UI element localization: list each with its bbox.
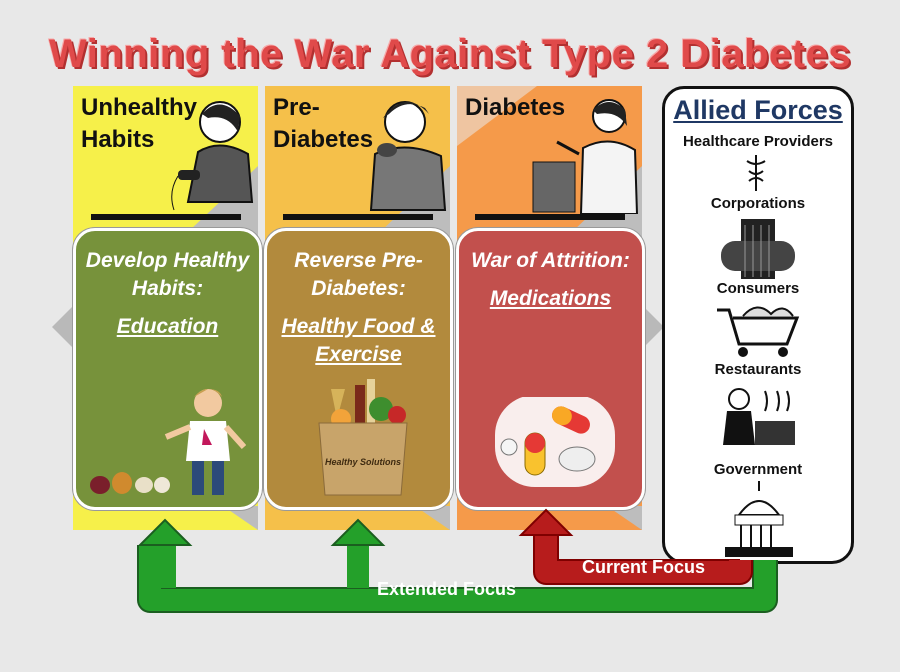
bag-label: Healthy Solutions [325,457,401,467]
skyscraper-icon [721,219,795,279]
allied-title: Allied Forces [673,95,843,125]
panel-focus-label: Medications [489,287,612,310]
panel-heading: War of Attrition: [471,249,630,272]
chef-cooking-icon [723,388,795,445]
divider-line [91,214,241,220]
doctor-patient-icon [532,99,639,214]
column-heading: Pre- Diabetes [273,94,374,153]
divider-line [475,214,625,220]
child-vegetables-illustration [90,389,246,495]
current-focus-arrow [535,535,751,583]
caduceus-icon [746,155,766,191]
column-heading: Diabetes [465,94,566,121]
arrowhead-education [137,518,193,546]
shopping-cart-icon [717,306,800,357]
panel-education: Develop Healthy Habits: Education [73,228,262,510]
current-focus-label: Current Focus [582,557,706,577]
arrowhead-medications [518,508,574,536]
allied-item-government: Government [713,461,803,478]
right-chevron-icon [644,307,664,347]
diagram-title: Winning the War Against Type 2 Diabetes [48,32,852,76]
panel-heading: Develop Healthy Habits: [85,249,250,300]
panel-healthy-food: Reverse Pre-Diabetes: Healthy Food & Exe… [264,228,453,510]
allied-item-corporations: Corporations [710,195,806,212]
allied-item-consumers: Consumers [716,280,800,297]
person-gaming-icon [171,101,254,211]
column-heading: Unhealthy Habits [81,94,198,153]
divider-line [283,214,433,220]
extended-focus-arrow [139,545,776,611]
panel-focus-label: Education [116,315,219,338]
pills-illustration [495,397,615,487]
panel-medications: War of Attrition: Medications [456,228,645,510]
person-eating-icon [369,101,447,211]
arrowhead-healthy-food [330,518,386,546]
allied-item-restaurants: Restaurants [714,361,802,378]
grocery-bag-illustration: Healthy Solutions [318,379,408,496]
panel-heading: Reverse Pre-Diabetes: [294,249,423,300]
allied-item-healthcare: Healthcare Providers [682,133,834,150]
capitol-building-icon [725,481,793,557]
allied-forces-box: Allied Forces Healthcare Providers Corpo… [662,86,854,564]
left-chevron-icon [52,307,72,347]
panel-focus-label: Healthy Food & Exercise [281,315,436,366]
extended-focus-label: Extended Focus [377,579,517,599]
